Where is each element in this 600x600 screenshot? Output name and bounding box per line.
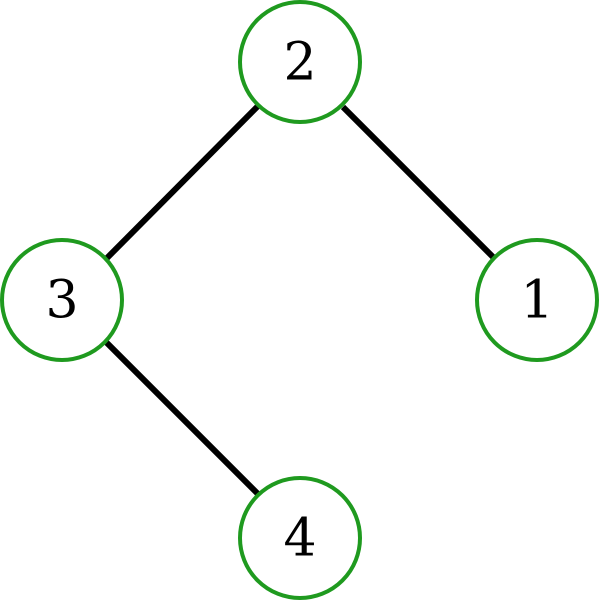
edge-2-3 <box>103 103 261 262</box>
node-2-label: 2 <box>283 33 316 93</box>
edge-3-4 <box>103 339 261 497</box>
node-2-circle <box>238 0 362 124</box>
edge-2-1 <box>340 104 497 261</box>
node-1-label: 1 <box>520 271 553 331</box>
node-1-circle <box>475 238 599 362</box>
node-3: 3 <box>0 238 124 362</box>
node-1: 1 <box>475 238 599 362</box>
node-3-label: 3 <box>45 271 78 331</box>
node-2: 2 <box>238 0 362 124</box>
node-4: 4 <box>238 476 362 600</box>
node-4-label: 4 <box>283 509 316 569</box>
node-3-circle <box>0 238 124 362</box>
node-4-circle <box>238 476 362 600</box>
